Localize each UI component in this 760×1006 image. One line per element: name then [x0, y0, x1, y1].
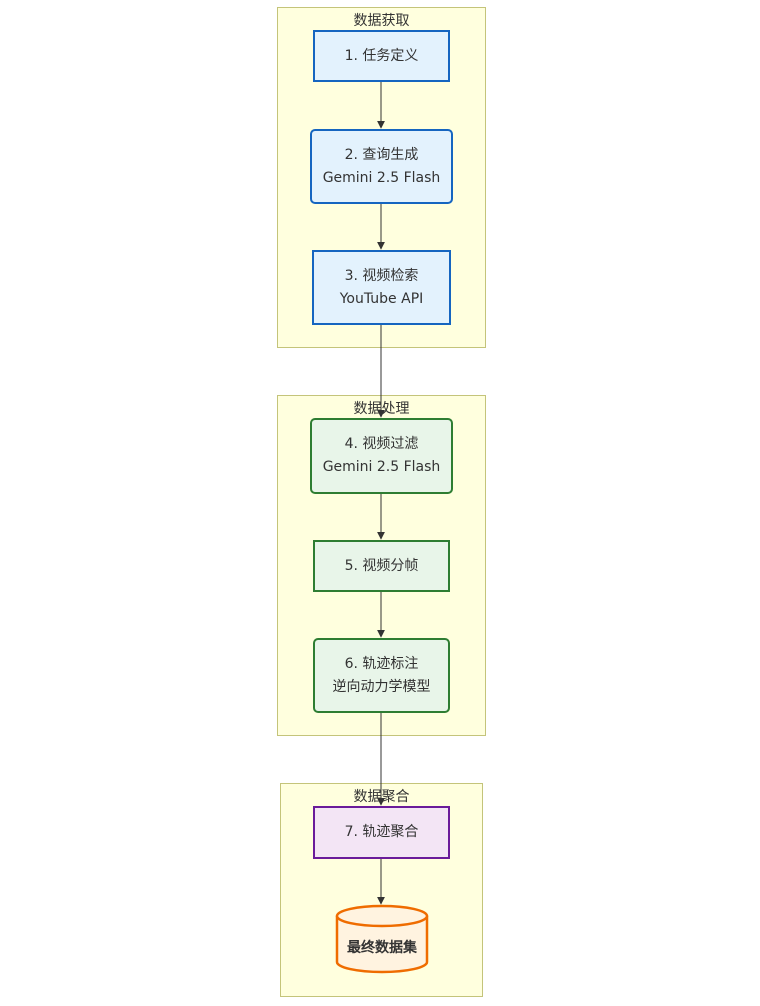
node-video-retrieval[interactable]: 3. 视频检索 YouTube API [312, 250, 451, 325]
node-label: 5. 视频分帧 [344, 557, 419, 574]
node-sublabel: 逆向动力学模型 [332, 678, 431, 695]
node-final-dataset-label: 最终数据集 [347, 940, 417, 956]
cluster-title: 数据获取 [353, 13, 410, 29]
node-sublabel: YouTube API [339, 290, 424, 307]
node-trajectory-aggregation[interactable]: 7. 轨迹聚合 [313, 806, 450, 859]
node-label: 6. 轨迹标注 [344, 655, 419, 672]
node-video-framing[interactable]: 5. 视频分帧 [313, 540, 450, 592]
node-label: 3. 视频检索 [344, 267, 419, 284]
node-label: 4. 视频过滤 [344, 436, 419, 452]
node-sublabel: Gemini 2.5 Flash [322, 169, 441, 186]
node-label: 7. 轨迹聚合 [344, 824, 419, 840]
node-task-definition[interactable]: 1. 任务定义 [313, 30, 450, 82]
cluster-title: 数据聚合 [353, 789, 410, 805]
node-label: 2. 查询生成 [344, 146, 419, 163]
node-label: 1. 任务定义 [344, 47, 419, 64]
node-sublabel: Gemini 2.5 Flash [322, 459, 441, 475]
cluster-title: 数据处理 [353, 401, 410, 417]
node-video-filtering[interactable]: 4. 视频过滤 Gemini 2.5 Flash [310, 418, 453, 494]
node-query-generation[interactable]: 2. 查询生成 Gemini 2.5 Flash [310, 129, 453, 204]
node-trajectory-annotation[interactable]: 6. 轨迹标注 逆向动力学模型 [313, 638, 450, 713]
